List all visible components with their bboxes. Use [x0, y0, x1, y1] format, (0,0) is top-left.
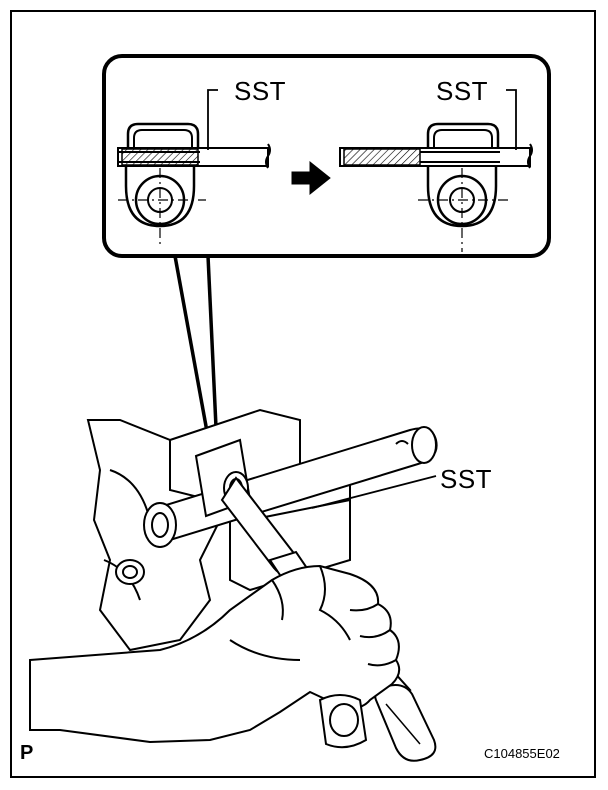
sst-label-main: SST — [440, 464, 493, 494]
hand-illustration — [29, 564, 401, 749]
page-letter: P — [20, 742, 34, 764]
inset-bushing-before — [117, 89, 271, 248]
figure-code: C104855E02 — [484, 746, 560, 761]
sst-label-inset-left: SST — [234, 76, 287, 106]
vise-assembly — [86, 408, 438, 652]
sst-label-inset-right: SST — [436, 76, 489, 106]
direction-arrow — [291, 160, 331, 196]
inset-bushing-after — [339, 89, 533, 252]
